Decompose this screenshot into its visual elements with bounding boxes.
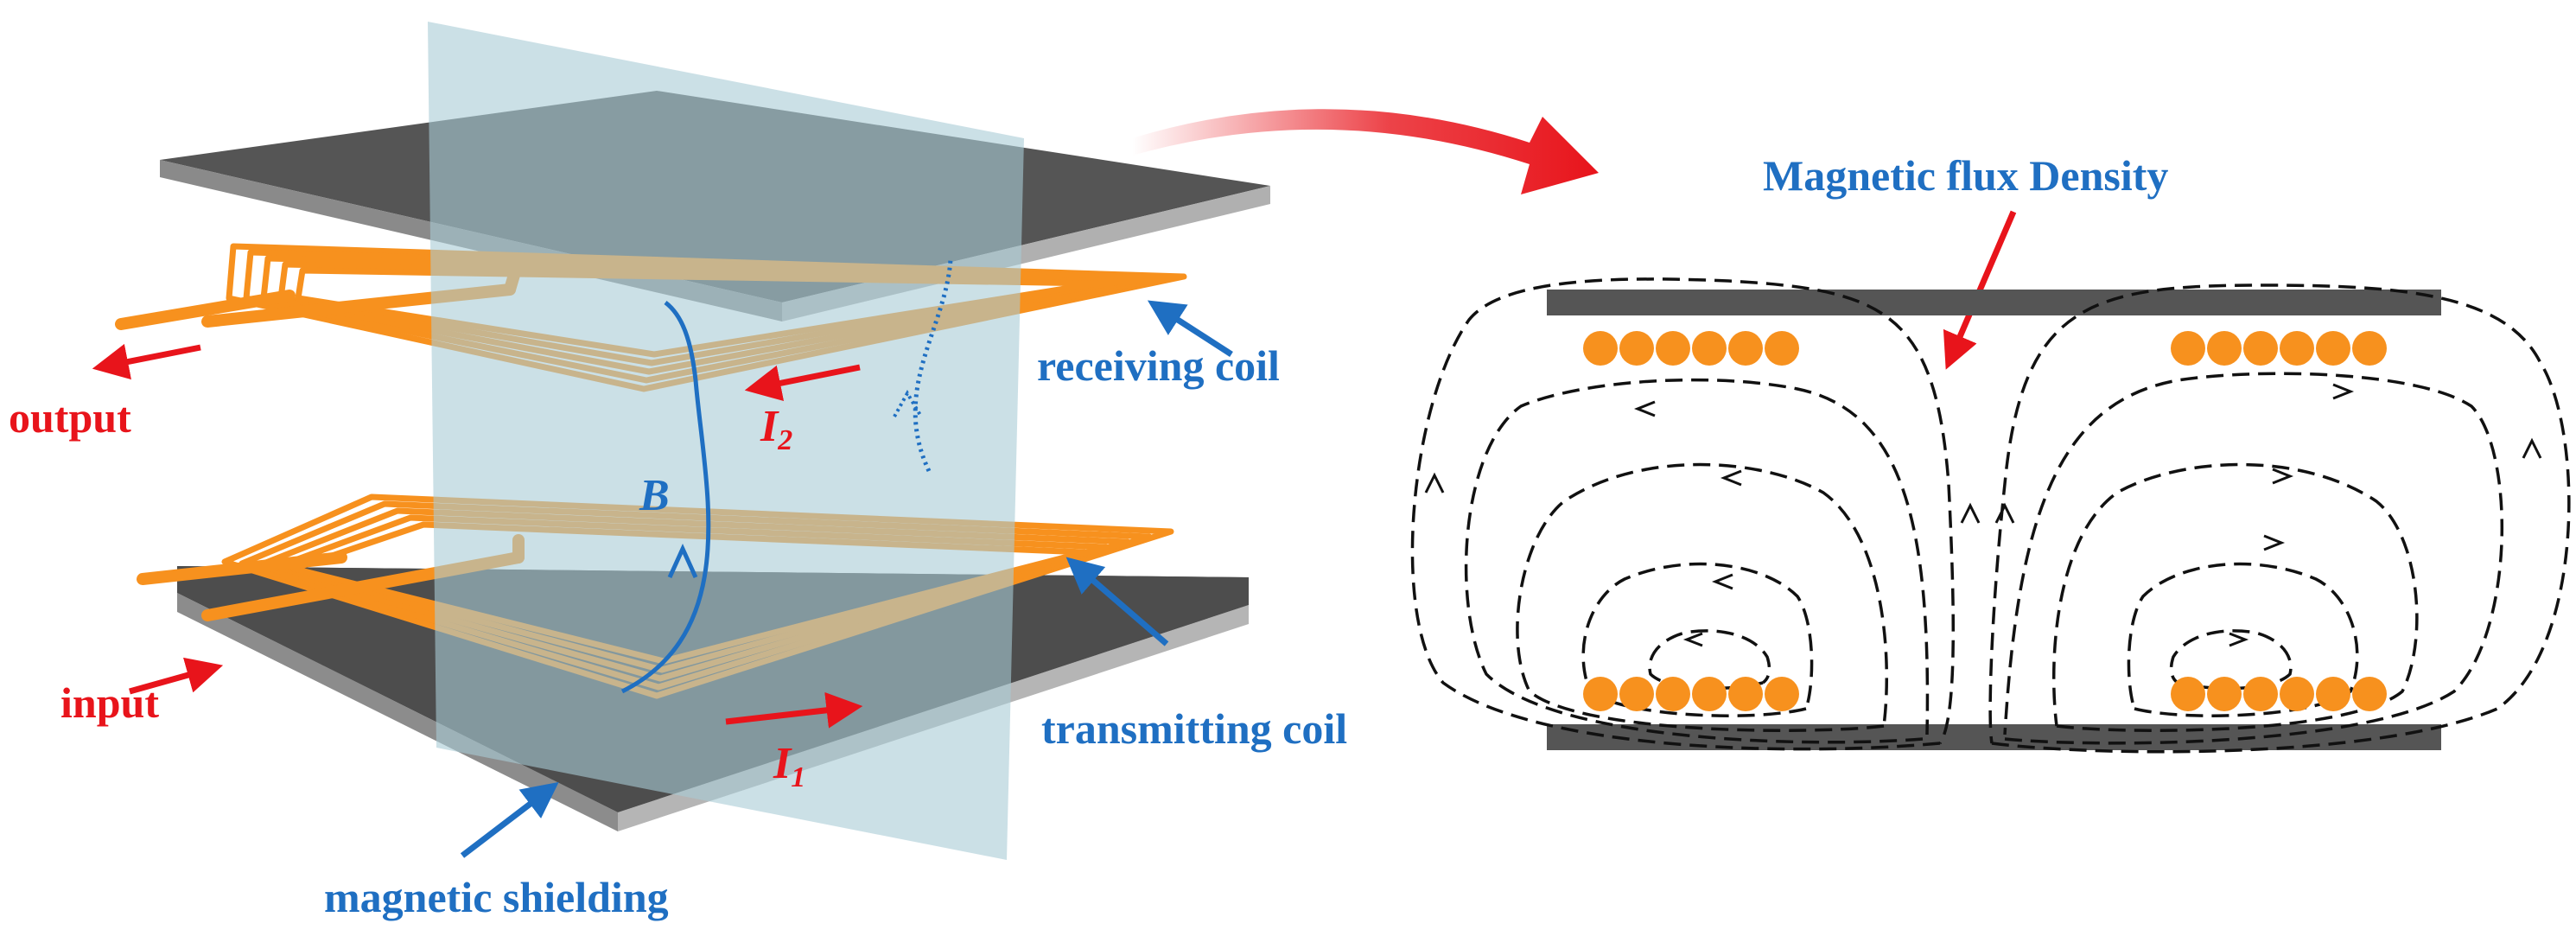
field-line-b <box>620 258 953 694</box>
current-arrow-tx <box>725 691 863 729</box>
section-plane <box>428 22 1024 860</box>
transmitting-coil-label: transmitting coil <box>1041 704 1347 753</box>
flux-lines <box>1410 277 2571 754</box>
transmitting-coil-conductors-left <box>1583 677 1799 711</box>
flux-density-pointer <box>1943 210 2017 370</box>
flux-line-inner-right-3 <box>2051 462 2419 732</box>
flux-line-mid-left <box>1464 378 1930 744</box>
section-view-arrow <box>1132 109 1599 194</box>
flux-line-inner-left-1 <box>1648 629 1771 691</box>
flux-line-inner-left-2 <box>1581 562 1814 717</box>
output-arrow <box>92 343 201 380</box>
current-i1-subscript: 1 <box>791 761 805 793</box>
current-i1-symbol: I <box>773 739 792 788</box>
output-label: output <box>9 393 131 442</box>
magnetic-shielding-label: magnetic shielding <box>324 873 669 921</box>
magnetic-shielding-pointer <box>460 781 559 858</box>
flux-line-inner-right-1 <box>2169 629 2293 691</box>
flux-line-outer-left <box>1410 277 1956 751</box>
input-arrow <box>129 657 224 695</box>
receiving-coil-label: receiving coil <box>1037 341 1280 390</box>
flux-cross-section: Magnetic flux Density <box>1410 151 2571 754</box>
flux-line-mid-right <box>2003 372 2504 745</box>
current-i2-symbol: I <box>760 402 779 451</box>
transmitting-coil-conductors-right <box>2171 677 2387 711</box>
input-label: input <box>60 678 159 727</box>
field-b-label: B <box>639 471 670 520</box>
current-i2-subscript: 2 <box>777 424 792 456</box>
receiving-coil-conductors-left <box>1583 331 1799 366</box>
flux-direction-markers <box>1424 383 2542 647</box>
receiving-coil-conductors-right <box>2171 331 2387 366</box>
current-i2-label: I2 <box>760 402 792 456</box>
flux-density-title: Magnetic flux Density <box>1763 151 2168 200</box>
transmitting-coil-pointer <box>1065 557 1169 646</box>
receiving-coil-pointer <box>1147 300 1233 357</box>
current-arrow-rx <box>744 364 861 402</box>
flux-line-inner-right-2 <box>2127 562 2359 717</box>
current-i1-label: I1 <box>773 739 805 793</box>
coil-system-3d: output input receiving coil transmitting… <box>9 22 1347 921</box>
top-shield-bar <box>1547 290 2441 315</box>
flux-line-outer-right <box>1988 283 2571 754</box>
